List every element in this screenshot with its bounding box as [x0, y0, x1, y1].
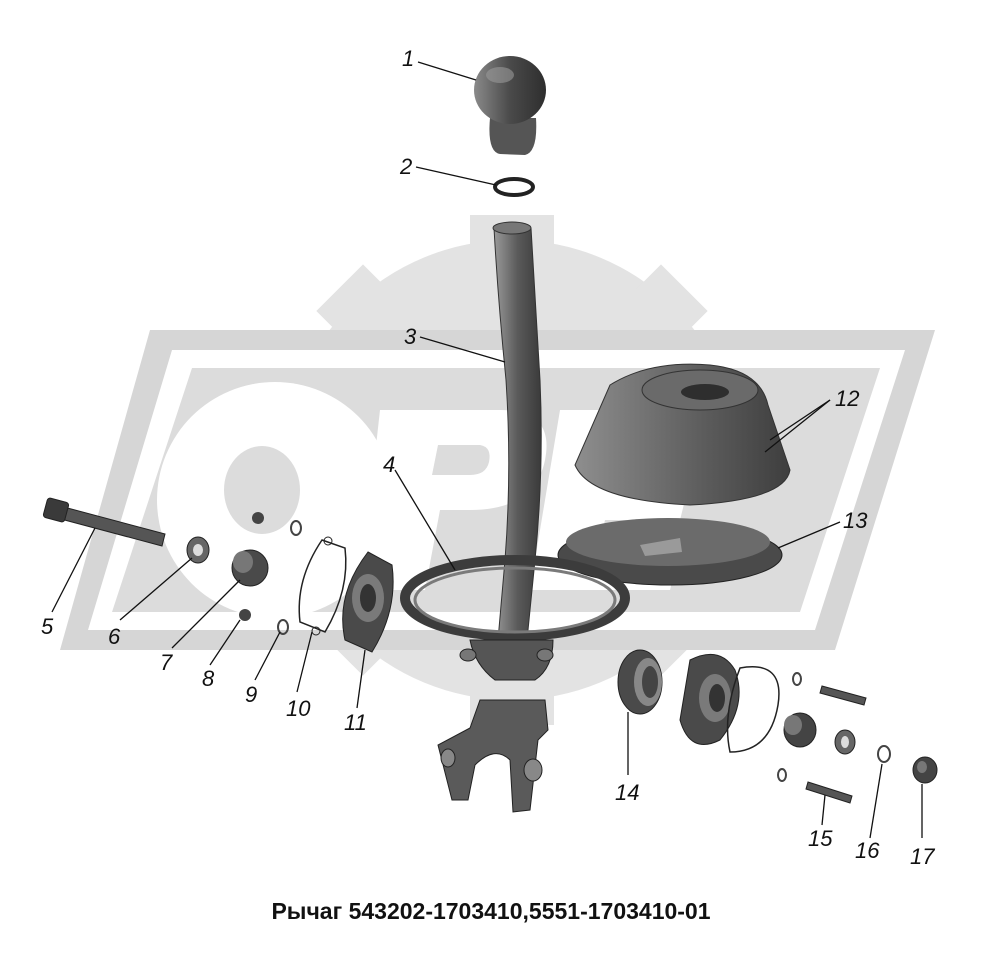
callout-16: 16	[855, 838, 880, 863]
right-housing	[679, 653, 780, 753]
leader-15	[821, 794, 826, 826]
part-6-washer	[186, 536, 210, 564]
leader-1	[417, 61, 477, 81]
leader-2	[415, 166, 497, 186]
callout-13: 13	[843, 508, 868, 533]
callout-10: 10	[286, 696, 311, 721]
diagram-caption: Рычаг 543202-1703410,5551-1703410-01	[271, 898, 711, 924]
callout-8: 8	[202, 666, 215, 691]
part-7-bushing	[231, 549, 269, 587]
leader-16	[869, 763, 883, 839]
leader-7	[171, 579, 241, 649]
leader-8	[209, 619, 241, 666]
callout-6: 6	[108, 624, 121, 649]
callout-11: 11	[344, 710, 367, 735]
part-14-bearing	[617, 649, 663, 715]
leader-3	[419, 336, 506, 363]
callout-17: 17	[910, 844, 935, 869]
callout-1: 1	[402, 46, 415, 71]
watermark-letter-holes	[224, 445, 490, 534]
callout-3: 3	[404, 324, 417, 349]
leader-5	[51, 527, 96, 613]
part-17-nut	[912, 756, 938, 784]
part-8-nut	[239, 512, 264, 621]
yoke-fork	[437, 699, 549, 813]
callout-9: 9	[245, 682, 258, 707]
part-5-bolt	[42, 497, 166, 547]
callout-4: 4	[383, 452, 396, 477]
callout-7: 7	[160, 650, 173, 675]
right-bushing	[777, 672, 856, 782]
part-4-ball-ring	[400, 555, 630, 681]
leader-12a	[769, 399, 831, 441]
leader-11	[356, 649, 366, 709]
leader-6	[119, 557, 193, 621]
callout-14: 14	[615, 780, 640, 805]
callout-2: 2	[400, 154, 413, 179]
leader-10	[296, 631, 313, 693]
callout-5: 5	[41, 614, 54, 639]
leader-9	[254, 631, 281, 681]
leader-13	[777, 521, 841, 549]
part-12-boot	[574, 363, 791, 506]
part-10-gasket	[298, 536, 347, 636]
leader-4	[394, 469, 456, 571]
part-2-ring	[493, 177, 535, 197]
part-11-cover	[342, 551, 394, 653]
callout-15: 15	[808, 826, 833, 851]
leader-lines	[51, 61, 923, 839]
part-9-washer	[277, 520, 302, 635]
part-16-washer	[877, 745, 891, 763]
callout-12: 12	[835, 386, 860, 411]
part-15-bolts	[805, 685, 867, 804]
part-1-knob	[474, 56, 546, 155]
leader-12b	[764, 399, 831, 453]
part-13-plate	[557, 518, 783, 586]
